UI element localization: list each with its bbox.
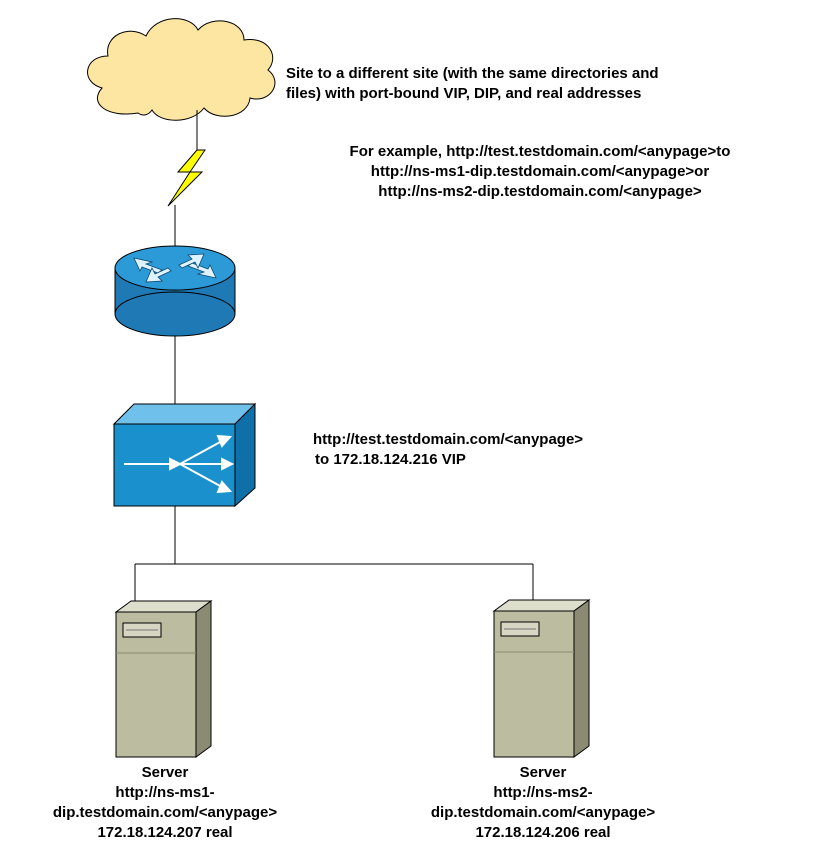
lan-links [134,506,534,606]
wan-link [174,110,198,250]
server-1-url-line-2: dip.testdomain.com/<anypage> [52,804,278,821]
example-text: For example, http://test.testdomain.com/… [270,142,810,202]
server-2-label: Server http://ns-ms2- dip.testdomain.com… [378,763,708,843]
server-2-icon [492,599,591,758]
example-line-2: http://ns-ms1-dip.testdomain.com/<anypag… [370,163,710,180]
example-line-3: http://ns-ms2-dip.testdomain.com/<anypag… [378,183,702,200]
vip-line-1: http://test.testdomain.com/<anypage> [313,431,584,448]
server-1-url-line-1: http://ns-ms1- [115,784,215,801]
description-line-1: Site to a different site (with the same … [286,65,659,82]
content-switch-icon [112,402,257,508]
description-line-2: files) with port-bound VIP, DIP, and rea… [286,85,642,102]
vip-line-2: to 172.18.124.216 VIP [315,451,466,468]
description-text: Site to a different site (with the same … [286,64,659,104]
server-2-name: Server [519,764,567,781]
vip-text: http://test.testdomain.com/<anypage> to … [313,430,583,470]
cloud-icon [87,18,276,121]
lightning-icon [167,149,206,207]
router-icon [114,245,236,337]
server-1-address: 172.18.124.207 real [97,824,233,841]
server-2-url-line-1: http://ns-ms2- [493,784,593,801]
example-line-1: For example, http://test.testdomain.com/… [349,143,731,160]
server-2-url-line-2: dip.testdomain.com/<anypage> [430,804,656,821]
server-1-icon [114,600,213,758]
server-2-address: 172.18.124.206 real [475,824,611,841]
server-1-label: Server http://ns-ms1- dip.testdomain.com… [0,763,330,843]
server-1-name: Server [141,764,189,781]
